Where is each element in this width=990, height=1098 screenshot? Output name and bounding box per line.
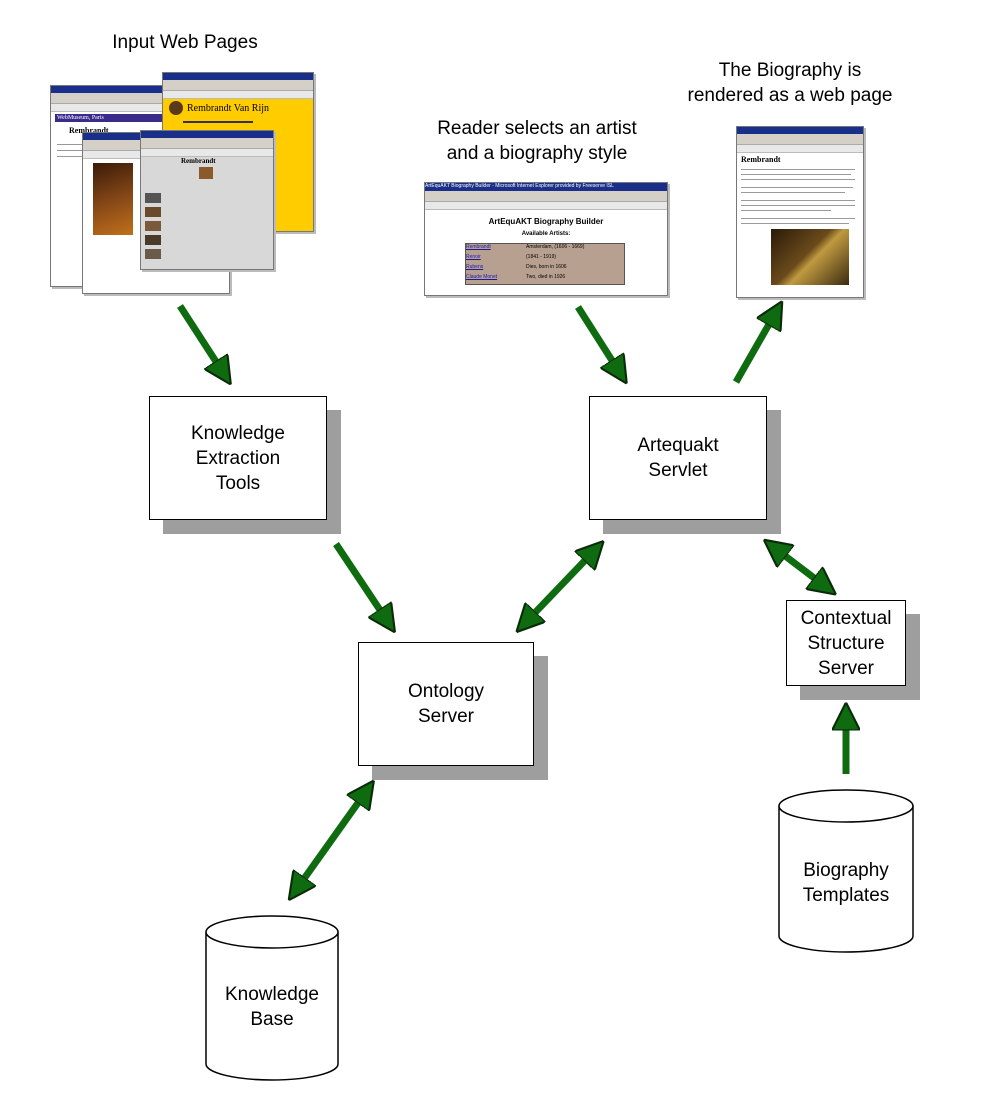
artequakt-servlet-box: Artequakt Servlet [589,396,767,520]
input-page-window-4: Rembrandt [140,130,274,270]
biography-builder-window: ArtEquAKT Biography Builder - Microsoft … [424,182,668,296]
builder-artist-table: Rembrandt Amsterdam, (1606 - 1669) Renoi… [465,243,625,285]
input-page-1-title: WebMuseum, Paris [55,114,171,122]
builder-artist-row: Claude Monet Two, died in 1926 [466,274,624,284]
caption-input-web-pages: Input Web Pages [112,32,258,53]
input-page-3-title: Rembrandt [181,157,216,165]
builder-window-title: ArtEquAKT Biography Builder - Microsoft … [425,183,667,191]
builder-artist-row: Rembrandt Amsterdam, (1606 - 1669) [466,244,624,254]
rendered-biography-window: Rembrandt [736,126,864,298]
builder-subheading: Available Artists: [521,231,571,237]
ontology-server-box: Ontology Server [358,642,534,766]
input-page-4-thumbnail [199,167,213,179]
knowledge-extraction-tools-label: Knowledge Extraction Tools [190,422,286,494]
builder-artist-row: Renoir (1841 - 1919) [466,254,624,264]
builder-artist-row: Rubens Dies, born in 1606 [466,264,624,274]
contextual-structure-server-label: Contextual Structure Server [800,607,892,679]
artequakt-servlet-label: Artequakt Servlet [637,435,719,481]
ontology-server-label: Ontology Server [407,681,485,727]
caption-biography-rendered: The Biography is rendered as a web page [687,60,893,106]
arrow-reader-to-servlet [575,305,620,373]
biography-heading: Rembrandt [741,155,781,164]
arrow-ontology-servlet [527,550,595,621]
contextual-structure-server-box: Contextual Structure Server [786,600,906,686]
artist-link[interactable]: Rubens [466,264,484,270]
biography-painting [771,229,849,285]
input-page-2-title: Rembrandt Van Rijn [187,103,270,114]
arrow-servlet-contextual [776,549,826,587]
artist-link[interactable]: Claude Monet [466,274,498,280]
biography-templates-label: Biography Templates [802,860,890,906]
arrow-ontology-knowledgebase [296,793,365,890]
input-page-1-heading: Rembrandt [69,126,109,135]
knowledge-base-label: Knowledge Base [224,984,320,1030]
artist-link[interactable]: Renoir [466,254,481,260]
arrow-input-to-extraction [177,304,224,374]
biography-templates-cylinder [778,789,914,953]
input-page-3-painting [93,163,133,235]
arrow-extraction-to-ontology [333,542,388,622]
artist-link[interactable]: Rembrandt [466,244,491,250]
caption-reader-selects: Reader selects an artist and a biography… [437,118,637,164]
knowledge-base-cylinder [205,915,339,1081]
input-page-2-portrait [169,101,183,115]
builder-heading: ArtEquAKT Biography Builder [488,217,604,226]
knowledge-extraction-tools-box: Knowledge Extraction Tools [149,396,327,520]
arrow-servlet-to-rendered [732,312,776,384]
